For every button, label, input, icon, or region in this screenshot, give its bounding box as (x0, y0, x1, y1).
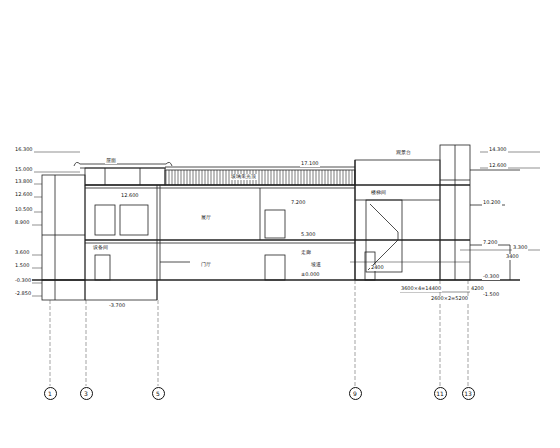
axis-bubble: 9 (349, 387, 362, 400)
axis-number: 13 (464, 390, 472, 397)
dimension-text: 2600×2=5200 (430, 296, 469, 302)
building-outline (30, 145, 540, 300)
dimension-text: -2.850 (14, 291, 32, 297)
dimension-text: ±0.000 (300, 272, 321, 278)
dimension-text: 17.100 (300, 161, 320, 167)
room-label: 设备间 (92, 245, 109, 251)
room-label: 展厅 (200, 215, 212, 221)
room-label: 楼梯间 (370, 190, 387, 196)
axis-bubble: 11 (434, 387, 447, 400)
dimension-text: -0.300 (482, 274, 500, 280)
dimension-text: 5.300 (300, 232, 316, 238)
dimension-text: -1.500 (482, 292, 500, 298)
axis-number: 5 (156, 390, 160, 397)
dimension-text: 7.200 (290, 200, 306, 206)
room-label: 门厅 (200, 262, 212, 268)
axis-number: 1 (48, 390, 52, 397)
dimension-text: 16.300 (14, 147, 34, 153)
room-label: 坡道 (310, 262, 322, 268)
dimension-text: 7.200 (482, 240, 498, 246)
dimension-text: 3.300 (512, 245, 528, 251)
dimension-text: 4200 (470, 286, 485, 292)
room-label: 观景台 (395, 150, 412, 156)
dimension-text: 12.600 (488, 163, 508, 169)
axis-number: 3 (84, 390, 88, 397)
dimension-text: 12.600 (14, 192, 34, 198)
room-label: 屋面 (105, 158, 117, 164)
dimension-text: 12.600 (120, 193, 140, 199)
axis-bubble: 1 (44, 387, 57, 400)
level-leaders (32, 152, 540, 296)
dimension-text: 14.300 (488, 147, 508, 153)
axis-bubble: 3 (80, 387, 93, 400)
dimension-text: -0.300 (14, 278, 32, 284)
axis-bubble: 13 (462, 387, 475, 400)
room-label: 走廊 (300, 250, 312, 256)
dimension-text: -3.700 (108, 303, 126, 309)
room-label: 玻璃采光顶 (230, 174, 257, 180)
dimension-text: 1.500 (14, 263, 30, 269)
dimension-text: 3600×4=14400 (400, 286, 442, 292)
axis-number: 11 (436, 390, 444, 397)
dimension-text: 8.900 (14, 220, 30, 226)
axis-number: 9 (353, 390, 357, 397)
dimension-text: 15.000 (14, 167, 34, 173)
dimension-text: 13.800 (14, 179, 34, 185)
dimension-text: 2400 (370, 265, 385, 271)
axis-bubble: 5 (152, 387, 165, 400)
grid-lines (50, 280, 468, 386)
dimension-text: 10.500 (14, 207, 34, 213)
dimension-text: 3.600 (14, 250, 30, 256)
dimension-text: 3400 (505, 254, 520, 260)
dimension-text: 10.200 (482, 200, 502, 206)
